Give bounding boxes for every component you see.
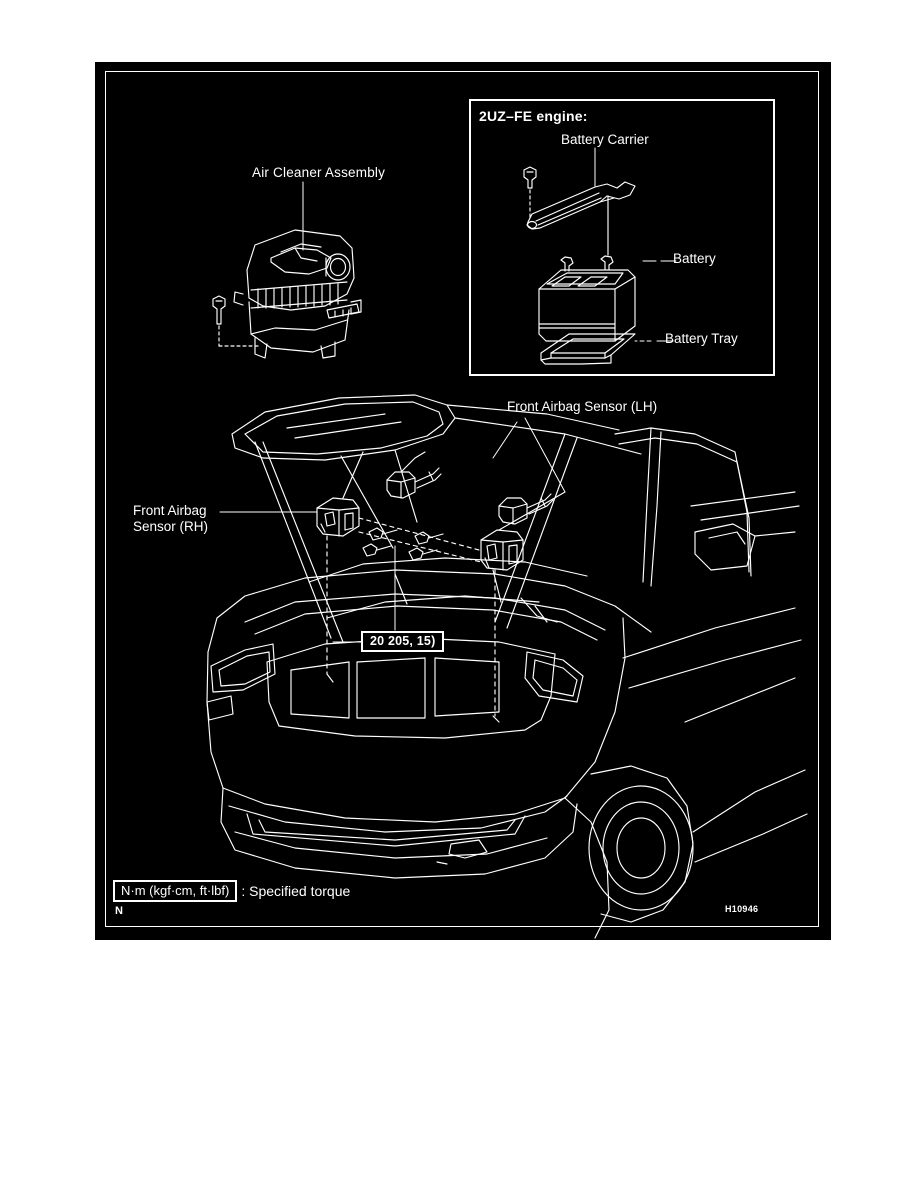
- figure-code: H10946: [725, 904, 759, 914]
- label-air-cleaner-assembly: Air Cleaner Assembly: [252, 165, 386, 180]
- label-inset-title: 2UZ–FE engine:: [479, 108, 588, 124]
- torque-legend: N·m (kgf·cm, ft·lbf) : Specified torque: [113, 880, 350, 902]
- label-battery-carrier: Battery Carrier: [561, 132, 649, 147]
- corner-mark: N: [115, 905, 123, 917]
- label-battery: Battery: [673, 251, 716, 266]
- label-battery-tray: Battery Tray: [665, 331, 738, 346]
- label-sensor-rh-line2: Sensor (RH): [133, 519, 209, 534]
- inset-panel-2uzfe: [469, 99, 775, 376]
- legend-units-box: N·m (kgf·cm, ft·lbf): [113, 880, 238, 902]
- label-sensor-rh-line1: Front Airbag: [133, 503, 207, 518]
- legend-description: : Specified torque: [241, 883, 351, 899]
- label-front-airbag-sensor-lh: Front Airbag Sensor (LH): [507, 399, 658, 414]
- panel-inner-border: [105, 71, 819, 927]
- figure-panel: Air Cleaner Assembly 2UZ–FE engine: Batt…: [95, 62, 831, 940]
- torque-value-callout: 20 205, 15): [361, 631, 445, 652]
